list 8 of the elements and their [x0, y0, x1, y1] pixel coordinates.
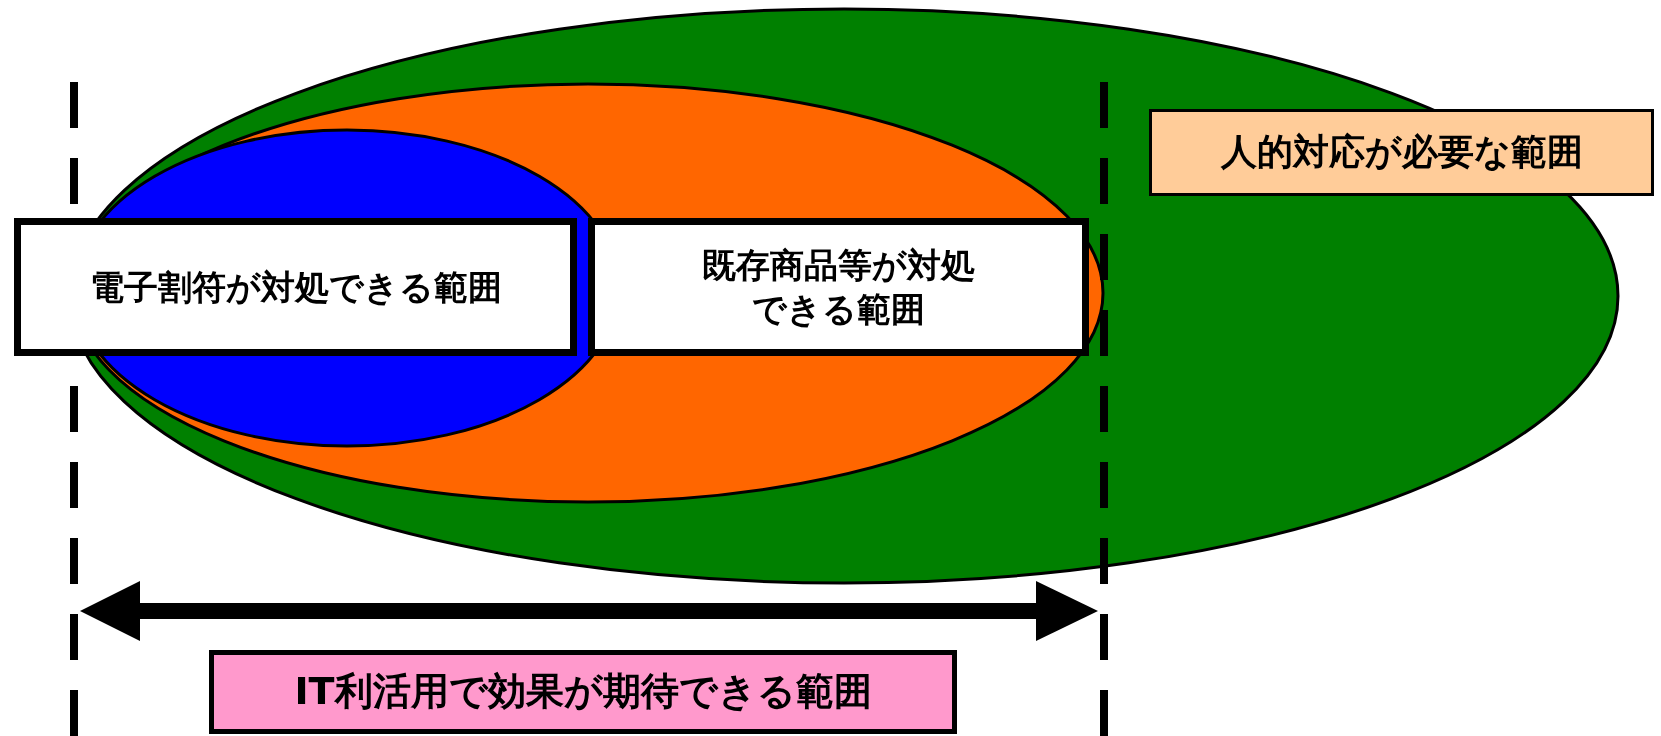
label-text: 人的対応が必要な範囲 — [1220, 130, 1583, 175]
label-box — [209, 650, 957, 734]
label-text: 電子割符が対処できる範囲 — [88, 265, 503, 309]
label-box — [14, 218, 577, 356]
label-box — [588, 218, 1089, 356]
label-text: IT利活用で効果が期待できる範囲 — [294, 668, 872, 716]
label-box — [1149, 109, 1654, 196]
label-text: 既存商品等が対処できる範囲 — [701, 243, 976, 331]
